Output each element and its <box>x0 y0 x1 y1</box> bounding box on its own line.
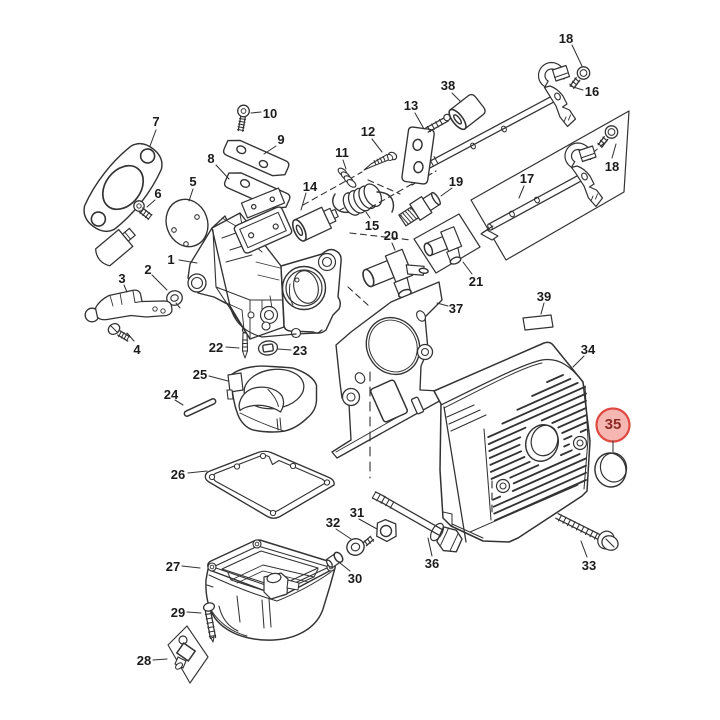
svg-text:27: 27 <box>166 559 180 574</box>
svg-text:20: 20 <box>384 228 398 243</box>
svg-text:25: 25 <box>193 367 207 382</box>
svg-text:3: 3 <box>118 271 125 286</box>
svg-text:5: 5 <box>189 174 196 189</box>
svg-text:37: 37 <box>449 301 463 316</box>
svg-text:22: 22 <box>209 340 223 355</box>
svg-text:34: 34 <box>581 342 596 357</box>
svg-text:32: 32 <box>326 515 340 530</box>
svg-text:18: 18 <box>559 31 573 46</box>
svg-text:35: 35 <box>605 416 622 433</box>
svg-text:4: 4 <box>133 342 141 357</box>
svg-text:39: 39 <box>537 289 551 304</box>
svg-text:26: 26 <box>171 467 185 482</box>
svg-text:19: 19 <box>449 174 463 189</box>
svg-text:17: 17 <box>520 171 534 186</box>
svg-text:1: 1 <box>167 252 174 267</box>
svg-text:33: 33 <box>582 558 596 573</box>
svg-text:18: 18 <box>605 159 619 174</box>
svg-text:29: 29 <box>171 605 185 620</box>
svg-text:21: 21 <box>469 274 483 289</box>
svg-text:31: 31 <box>350 505 364 520</box>
svg-text:13: 13 <box>404 98 418 113</box>
svg-text:8: 8 <box>207 151 214 166</box>
svg-text:30: 30 <box>348 571 362 586</box>
svg-text:6: 6 <box>154 186 161 201</box>
svg-text:12: 12 <box>361 124 375 139</box>
svg-text:38: 38 <box>441 78 455 93</box>
svg-text:9: 9 <box>277 132 284 147</box>
svg-text:7: 7 <box>152 114 159 129</box>
svg-text:10: 10 <box>263 106 277 121</box>
svg-text:28: 28 <box>137 653 151 668</box>
svg-text:11: 11 <box>335 145 349 160</box>
svg-text:23: 23 <box>293 343 307 358</box>
svg-text:16: 16 <box>585 84 599 99</box>
svg-text:14: 14 <box>303 179 318 194</box>
svg-text:15: 15 <box>365 218 379 233</box>
svg-text:24: 24 <box>164 387 179 402</box>
svg-text:36: 36 <box>425 556 439 571</box>
svg-text:2: 2 <box>144 262 151 277</box>
